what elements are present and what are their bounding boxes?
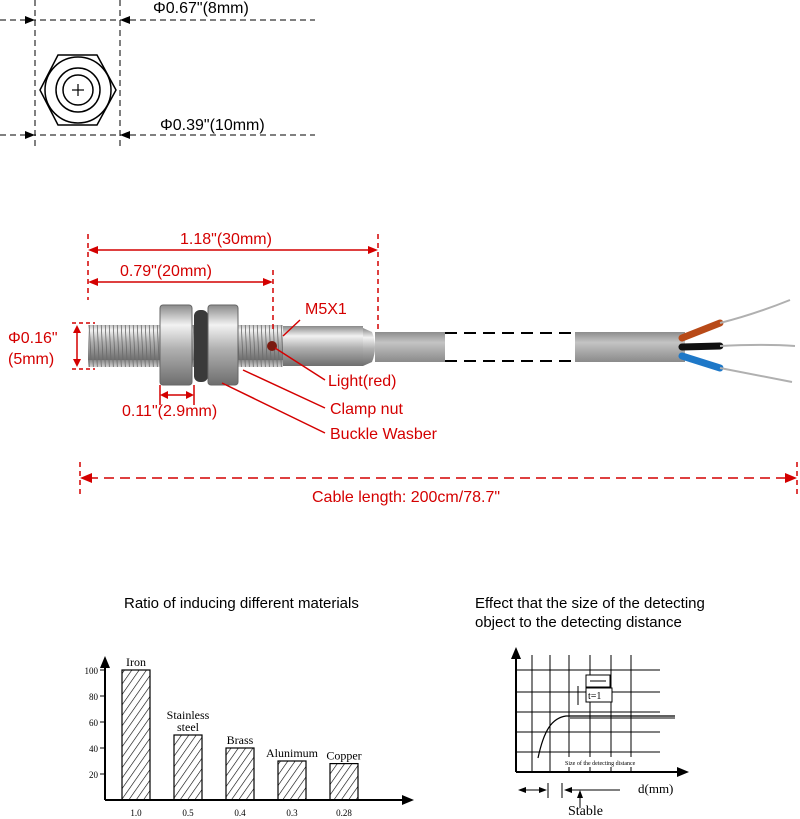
x-ratio-label: 0.5 <box>182 808 194 818</box>
face-circle <box>62 74 94 106</box>
bar <box>173 734 203 801</box>
arrow-icon <box>368 246 378 254</box>
arrow-icon <box>677 767 689 777</box>
bar-category-label: Brass <box>227 733 254 747</box>
bar <box>225 747 255 801</box>
arrow-icon <box>263 278 273 286</box>
label-light: Light(red) <box>328 373 396 390</box>
wire-blue <box>678 352 724 372</box>
strand-blue <box>719 367 793 383</box>
bar-category-label: Stainless <box>167 708 210 722</box>
wire-black <box>678 342 724 351</box>
clamp-nut-left <box>159 304 193 386</box>
label-clamp-nut: Clamp nut <box>330 401 403 418</box>
x-ratio-label: 0.4 <box>234 808 246 818</box>
arrow-icon <box>120 16 130 24</box>
sensor-housing <box>283 326 363 366</box>
arrow-icon <box>539 787 547 793</box>
dim-nut-width: 0.11"(2.9mm) <box>122 403 217 420</box>
clamp-nut-right <box>207 304 239 386</box>
label-buckle-washer: Buckle Wasber <box>330 426 438 443</box>
thread-spec: M5X1 <box>305 301 347 318</box>
body-circle <box>55 67 101 113</box>
arrow-icon <box>73 325 81 333</box>
chart-title: Ratio of inducing different materials <box>124 595 359 612</box>
arrow-icon <box>73 359 81 367</box>
dim-inner-label: Φ0.39"(10mm) <box>160 117 265 134</box>
y-tick-label: 20 <box>89 770 99 780</box>
arrow-icon <box>25 16 35 24</box>
arrow-icon <box>577 790 583 798</box>
led-indicator <box>267 341 277 351</box>
dim-total-length: 1.18"(30mm) <box>180 231 272 248</box>
strand-brown <box>719 299 791 324</box>
top-view: Φ0.67"(8mm) Φ0.39"(10mm) <box>0 0 315 150</box>
side-view: 1.18"(30mm) 0.79"(20mm) M5X1 Φ0.16" (5mm… <box>8 231 798 506</box>
inner-label: Size of the detecting distance <box>565 760 636 767</box>
bar-category-label: Copper <box>326 749 361 763</box>
bar <box>277 760 307 801</box>
material-ratio-chart: Ratio of inducing different materials 10… <box>85 595 414 818</box>
y-tick-label: 60 <box>89 718 99 728</box>
bar <box>121 669 151 801</box>
y-tick-label: 80 <box>89 692 99 702</box>
dim-diameter-line1: Φ0.16" <box>8 330 58 347</box>
buckle-washer <box>194 310 208 382</box>
bar-category-label: Iron <box>126 655 146 669</box>
dim-diameter-line2: (5mm) <box>8 351 54 368</box>
arrow-icon <box>186 391 194 399</box>
dim-outer-label: Φ0.67"(8mm) <box>153 0 249 17</box>
nut-circle <box>44 56 112 124</box>
strand-black <box>719 343 796 347</box>
y-tick-label: 100 <box>85 666 99 676</box>
cable-segment-right <box>575 332 685 362</box>
y-tick-label: 40 <box>89 744 99 754</box>
wire-brown <box>678 319 724 342</box>
stable-label: Stable <box>568 804 603 819</box>
x-ratio-label: 0.3 <box>286 808 298 818</box>
cable-gland <box>363 328 375 366</box>
t-label: t=1 <box>588 691 601 702</box>
x-axis-label: d(mm) <box>638 781 673 796</box>
arrow-icon <box>25 131 35 139</box>
bar-category-label: Alunimum <box>266 746 319 760</box>
distance-curve <box>537 715 675 759</box>
arrow-icon <box>120 131 130 139</box>
cable-segment-left <box>375 332 445 362</box>
arrow-icon <box>100 656 110 668</box>
arrow-icon <box>160 391 168 399</box>
arrow-icon <box>511 647 521 659</box>
arrow-icon <box>564 787 572 793</box>
arrow-icon <box>402 795 414 805</box>
x-ratio-label: 1.0 <box>130 808 142 818</box>
arrow-icon <box>88 246 98 254</box>
x-ratio-label: 0.28 <box>336 808 352 818</box>
bar <box>329 762 359 801</box>
graph-title-line1: Effect that the size of the detecting <box>475 595 705 612</box>
dim-thread-length: 0.79"(20mm) <box>120 263 212 280</box>
arrow-icon <box>88 278 98 286</box>
bar-category-label: steel <box>177 720 200 734</box>
cable-length-label: Cable length: 200cm/78.7" <box>312 489 500 506</box>
arrow-icon <box>785 473 797 483</box>
detecting-distance-graph: Effect that the size of the detecting ob… <box>475 595 705 819</box>
arrow-icon <box>518 787 526 793</box>
arrow-icon <box>80 473 92 483</box>
graph-title-line2: object to the detecting distance <box>475 614 682 631</box>
